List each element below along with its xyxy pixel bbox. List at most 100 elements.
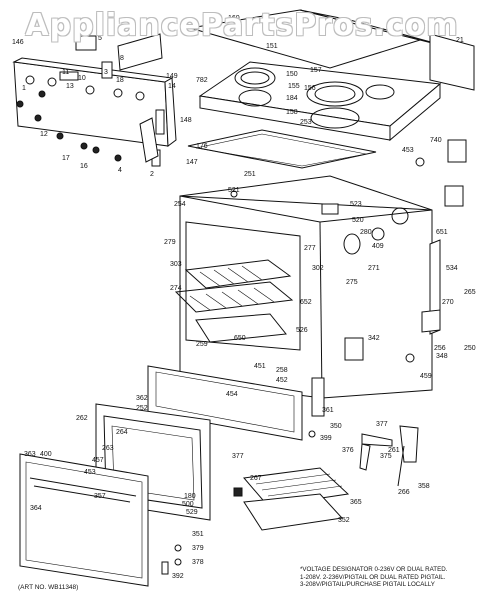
part-label: 377	[376, 421, 388, 428]
part-label: 400	[40, 451, 52, 458]
part-label: 650	[234, 335, 246, 342]
part-label: 409	[372, 243, 384, 250]
part-label: 157	[310, 67, 322, 74]
cooktop-frame	[187, 129, 377, 169]
part-label: 176	[196, 143, 208, 150]
part-label: 454	[226, 391, 238, 398]
part-label: 158	[286, 109, 298, 116]
part-label: 520	[352, 217, 364, 224]
part-label: 348	[436, 353, 448, 360]
part-label: 267	[250, 475, 262, 482]
part-label: 275	[346, 279, 358, 286]
part-label: 740	[430, 137, 442, 144]
part-label: 376	[342, 447, 354, 454]
part-label: 651	[436, 229, 448, 236]
part-label: 523	[350, 201, 362, 208]
part-label: 270	[442, 299, 454, 306]
art-number: (ART NO. WB11348)	[18, 584, 79, 591]
part-label: 180	[184, 493, 196, 500]
part-label: 253	[300, 119, 312, 126]
part-label: 274	[170, 285, 182, 292]
voltage-note-title: *VOLTAGE DESIGNATOR 0-236V OR DUAL RATED…	[300, 566, 448, 573]
oven-racks	[174, 259, 294, 343]
part-label: 500	[182, 501, 194, 508]
part-label: 302	[312, 265, 324, 272]
part-label: 782	[196, 77, 208, 84]
switch-parts	[75, 33, 165, 167]
part-label: 399	[320, 435, 332, 442]
part-label: 362	[136, 395, 148, 402]
part-labels: 1465181491411131011217161481474283160151…	[12, 15, 476, 580]
part-label: 4	[118, 167, 122, 174]
part-label: 357	[94, 493, 106, 500]
part-label: 377	[232, 453, 244, 460]
part-label: 459	[420, 373, 432, 380]
part-label: 256	[434, 345, 446, 352]
part-label: 2	[150, 171, 154, 178]
part-label: 350	[330, 423, 342, 430]
part-label: 262	[76, 415, 88, 422]
part-label: 17	[62, 155, 70, 162]
watermark: AppliancePartsPros.com	[25, 8, 459, 43]
voltage-note: *VOLTAGE DESIGNATOR 0-236V OR DUAL RATED…	[300, 566, 447, 589]
part-label: 147	[186, 159, 198, 166]
broiler-pan	[243, 467, 350, 531]
cooktop	[189, 9, 475, 207]
voltage-note-line1: 1-208V. 2-236V/PIGTAIL OR DUAL RATED PIG…	[300, 573, 446, 581]
part-label: 184	[286, 95, 298, 102]
part-label: 146	[12, 39, 24, 46]
part-label: 364	[30, 505, 42, 512]
part-label: 378	[192, 559, 204, 566]
part-label: 252	[136, 405, 148, 412]
part-label: 457	[92, 457, 104, 464]
part-label: 271	[368, 265, 380, 272]
part-label: 8	[120, 55, 124, 62]
part-label: 16	[80, 163, 88, 170]
part-label: 18	[116, 77, 124, 84]
part-label: 452	[276, 377, 288, 384]
part-label: 258	[276, 367, 288, 374]
part-label: 534	[446, 265, 458, 272]
part-label: 13	[66, 83, 74, 90]
part-label: 342	[368, 335, 380, 342]
oven-door	[19, 403, 211, 587]
storage-drawer	[147, 365, 303, 441]
part-label: 259	[196, 341, 208, 348]
part-label: 266	[398, 489, 410, 496]
part-label: 363	[24, 451, 36, 458]
part-label: 352	[338, 517, 350, 524]
part-label: 12	[40, 131, 48, 138]
part-label: 277	[304, 245, 316, 252]
part-label: 261	[388, 447, 400, 454]
part-label: 361	[322, 407, 334, 414]
part-label: 264	[116, 429, 128, 436]
part-label: 652	[300, 299, 312, 306]
part-label: 451	[254, 363, 266, 370]
part-label: 151	[266, 43, 278, 50]
part-label: 148	[180, 117, 192, 124]
part-label: 279	[164, 239, 176, 246]
part-label: 365	[350, 499, 362, 506]
part-label: 303	[170, 261, 182, 268]
part-label: 21	[456, 37, 464, 44]
part-label: 14	[168, 83, 176, 90]
control-panel	[12, 57, 177, 147]
part-label: 280	[360, 229, 372, 236]
part-label: 526	[296, 327, 308, 334]
part-label: 150	[286, 71, 298, 78]
part-label: 156	[304, 85, 316, 92]
voltage-note-line2: 3-208V/PIGTAIL/PURCHASE PIGTAIL LOCALLY	[300, 581, 435, 588]
part-label: 351	[192, 531, 204, 538]
part-label: 529	[186, 509, 198, 516]
door-hinges	[233, 425, 419, 497]
part-label: 358	[418, 483, 430, 490]
part-label: 10	[78, 75, 86, 82]
part-label: 149	[166, 73, 178, 80]
part-label: 155	[288, 83, 300, 90]
hardware	[161, 157, 425, 575]
part-label: 453	[402, 147, 414, 154]
part-label: 375	[380, 453, 392, 460]
part-label: 521	[228, 187, 240, 194]
